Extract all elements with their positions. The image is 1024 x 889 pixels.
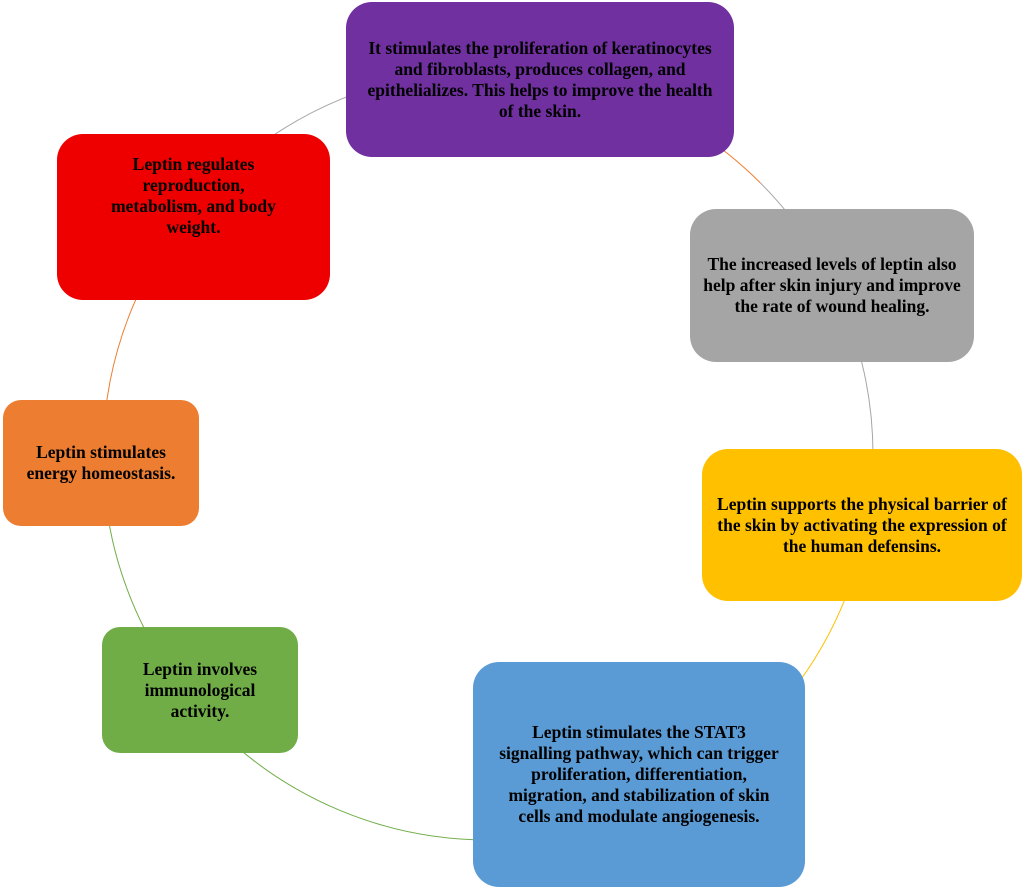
node-text: The increased levels of leptin also help…: [703, 254, 961, 316]
node-text: Leptin stimulates the STAT3 signalling p…: [499, 722, 779, 826]
node-energy: Leptin stimulates energy homeostasis.: [3, 400, 199, 526]
node-wound-healing: The increased levels of leptin also help…: [690, 209, 974, 362]
node-stat3: Leptin stimulates the STAT3 signalling p…: [473, 662, 805, 887]
node-skin-health: It stimulates the proliferation of kerat…: [346, 2, 734, 157]
node-text: Leptin regulates reproduction, metabolis…: [111, 154, 276, 237]
connector-arc: [215, 726, 489, 841]
node-text: Leptin supports the physical barrier of …: [717, 493, 1007, 556]
node-reproduction: Leptin regulates reproduction, metabolis…: [57, 134, 330, 300]
node-text: Leptin involves immunological activity.: [142, 658, 258, 721]
node-physical-barrier: Leptin supports the physical barrier of …: [702, 449, 1022, 601]
node-text: It stimulates the proliferation of kerat…: [367, 37, 713, 121]
node-text: Leptin stimulates energy homeostasis.: [26, 442, 176, 483]
node-immunological: Leptin involves immunological activity.: [102, 627, 298, 753]
